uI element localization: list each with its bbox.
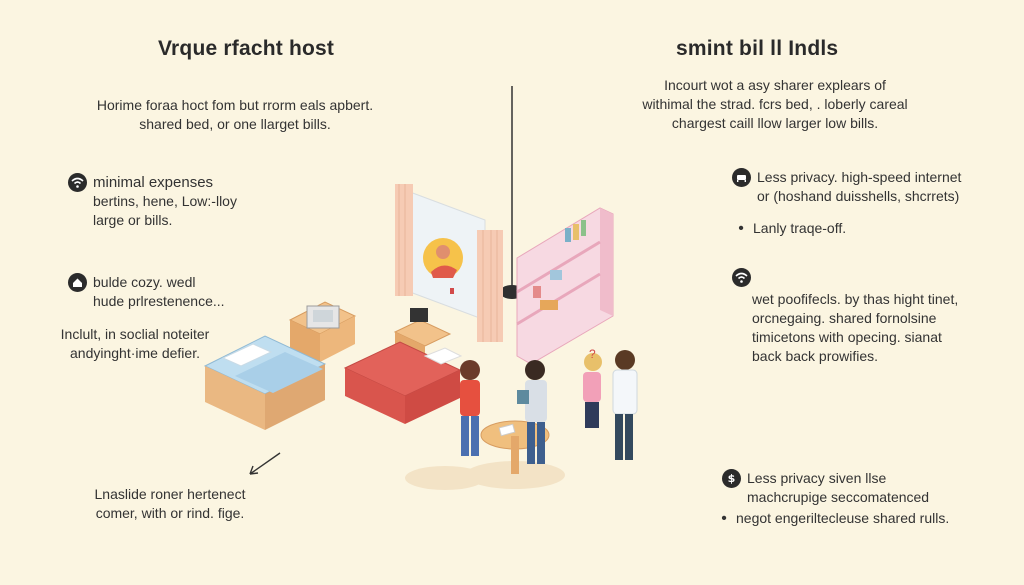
bullet-icon: • (721, 510, 727, 527)
left-note: Inclult, in soclial noteiter andyinght·i… (40, 325, 230, 363)
arrow-icon (249, 452, 281, 475)
left-intro-line: Horime foraa hoct fom but rrorm eals apb… (96, 97, 374, 113)
right-item-dollar: $ Less privacy siven llse machcrupige se… (722, 469, 929, 507)
left-footer-line: Lnaslide roner hertenect (94, 486, 246, 502)
left-item-heading: minimal expenses (93, 174, 214, 191)
right-item-line: back back prowifies. (752, 348, 879, 364)
bookshelf (516, 207, 614, 365)
home-icon (68, 273, 87, 292)
left-item-expenses: minimal expenses bertins, hene, Low:-llo… (68, 173, 237, 230)
left-item-line: bulde cozy. wedl (93, 274, 196, 290)
right-title: smint bil ll Indls (676, 37, 839, 60)
right-item-privacy: Less privacy. high-speed internet or (ho… (732, 168, 961, 206)
left-footer-line: comer, with or rind. fige. (95, 505, 245, 521)
right-intro: Incourt wot a asy sharer explears of wit… (610, 76, 940, 133)
red-bed (343, 341, 463, 424)
right-bullet-text: Lanly traqe-off. (753, 220, 847, 236)
window-with-curtains (395, 184, 503, 342)
right-item-line: orcnegaing. shared fornolsine (752, 310, 937, 326)
left-item-line: large or bills. (93, 212, 173, 228)
wifi-icon (732, 268, 751, 287)
wifi-icon (68, 173, 87, 192)
right-item-line: wet poofifecls. by thas hight tinet, (752, 291, 959, 307)
right-item-wifi (732, 268, 751, 287)
dollar-icon: $ (722, 469, 741, 488)
desk-with-computer (288, 301, 357, 362)
left-footer: Lnaslide roner hertenect comer, with or … (70, 485, 270, 523)
right-item-line: Less privacy siven llse (747, 470, 887, 486)
right-intro-line: chargest caill llow larger low bills. (671, 115, 879, 131)
right-item-line: or (hoshand duisshells, shcrrets) (757, 188, 960, 204)
left-title: Vrque rfacht host (158, 37, 335, 60)
right-item-line: Less privacy. high-speed internet (757, 169, 962, 185)
left-item-line: bertins, hene, Low:-lloy (93, 193, 237, 209)
bed-icon (732, 168, 751, 187)
left-item-line: hude prlrestenence... (93, 293, 225, 309)
right-bullet-tradeoff: • Lanly traqe-off. (735, 219, 846, 238)
left-note-line: Inclult, in soclial noteiter (60, 326, 210, 342)
blue-bed (203, 335, 327, 430)
bullet-icon: • (738, 220, 744, 237)
left-intro-line: shared bed, or one llarget bills. (139, 116, 331, 132)
left-intro: Horime foraa hoct fom but rrorm eals apb… (70, 96, 400, 134)
right-bullet-rules: • negot engeriltecleuse shared rulls. (718, 509, 949, 528)
people-at-table: ? (405, 347, 638, 490)
left-note-line: andyinght·ime defier. (70, 345, 200, 361)
right-intro-line: Incourt wot a asy sharer explears of (664, 77, 886, 93)
right-intro-line: withimal the strad. fcrs bed, . loberly … (642, 96, 908, 112)
svg-text:?: ? (589, 347, 596, 361)
right-item-line: timicetons with opecing. sianat (752, 329, 942, 345)
right-bullet-text: negot engeriltecleuse shared rulls. (736, 510, 950, 526)
left-item-cozy: bulde cozy. wedl hude prlrestenence... (68, 273, 225, 311)
right-item-wifi-text: wet poofifecls. by thas hight tinet, orc… (752, 290, 958, 366)
shared-room-illustration: ? (203, 86, 638, 490)
right-item-line: machcrupige seccomatenced (747, 489, 930, 505)
